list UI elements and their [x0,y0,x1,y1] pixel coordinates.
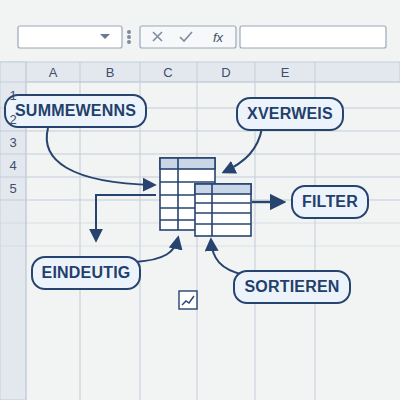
table-icons [160,158,251,236]
column-header: D [221,65,230,80]
sheet-grid [0,62,400,400]
formula-symbol: fx [213,30,223,45]
column-header: A [49,65,58,80]
column-header: C [163,65,172,80]
leader-arrows [47,128,283,275]
function-name: FILTER [302,193,358,211]
row-number: 1 [9,88,16,103]
callout-bubble: XVERWEIS [236,97,344,131]
callout-bubble: SUMMEWENNS [4,94,147,128]
function-name: SORTIEREN [244,278,339,296]
function-name: SUMMEWENNS [15,102,136,120]
formula-bar [18,26,386,48]
chart-icon [179,291,197,309]
column-header: E [281,65,290,80]
row-number: 3 [9,135,16,150]
row-number: 5 [9,181,16,196]
callout-bubble: FILTER [291,185,369,219]
function-name: XVERWEIS [247,105,333,123]
callout-bubble: EINDEUTIG [31,256,142,290]
row-number: 2 [9,112,16,127]
function-name: EINDEUTIG [42,264,131,282]
callout-bubble: SORTIEREN [233,270,350,304]
column-header: B [106,65,115,80]
row-number: 4 [9,158,16,173]
formula-icons [128,31,192,43]
